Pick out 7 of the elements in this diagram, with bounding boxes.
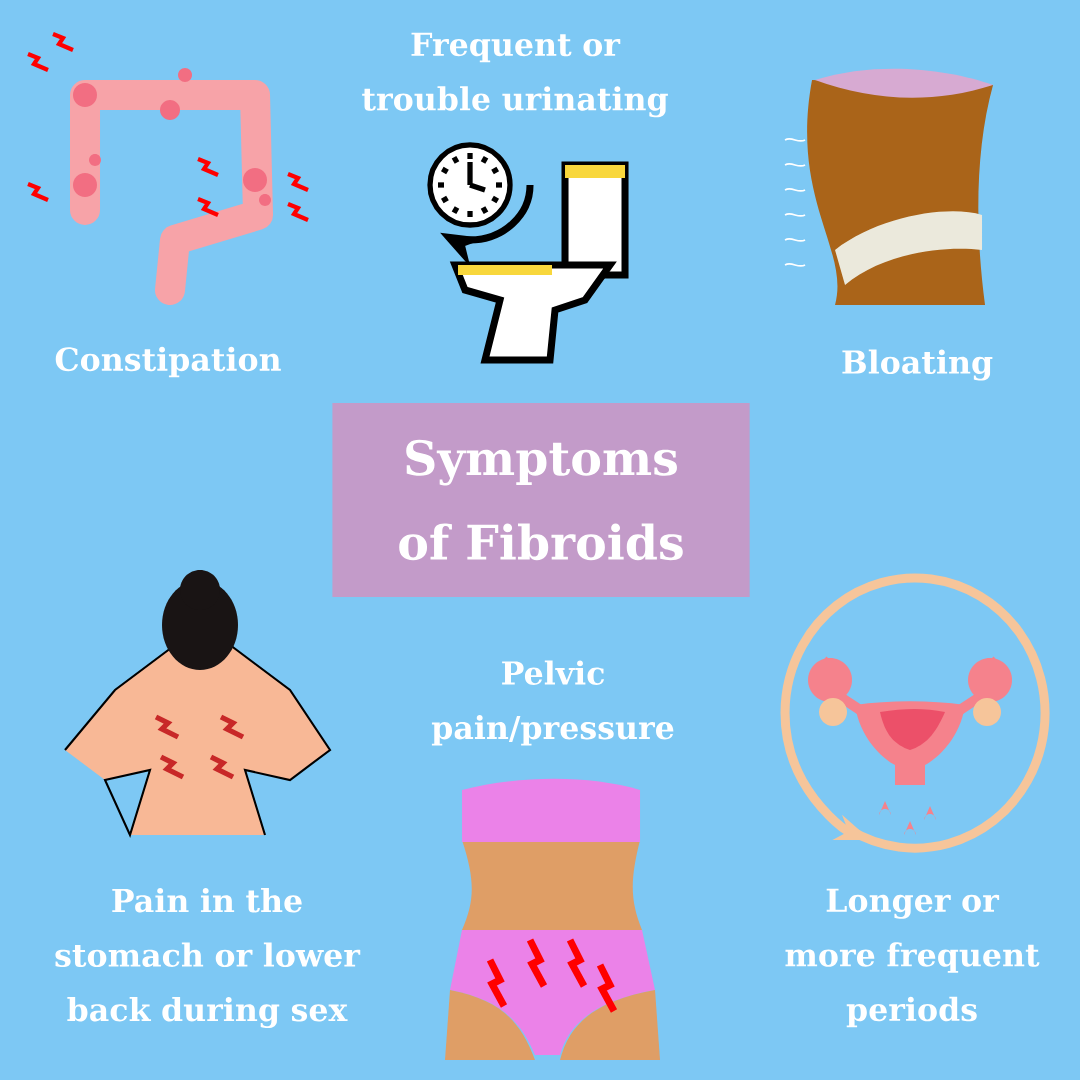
symptom-label: Bloating (842, 349, 993, 381)
symptom-label: Pain in the stomach or lower back during sex (55, 887, 361, 1029)
symptom-label: Frequent or trouble urinating (362, 32, 668, 118)
symptom-label: Pelvic pain/pressure (431, 660, 674, 746)
symptom-label: Constipation (55, 346, 281, 378)
title-box: Symptoms of Fibroids (332, 402, 750, 598)
symptom-label: Longer or more frequent periods (785, 888, 1040, 1028)
